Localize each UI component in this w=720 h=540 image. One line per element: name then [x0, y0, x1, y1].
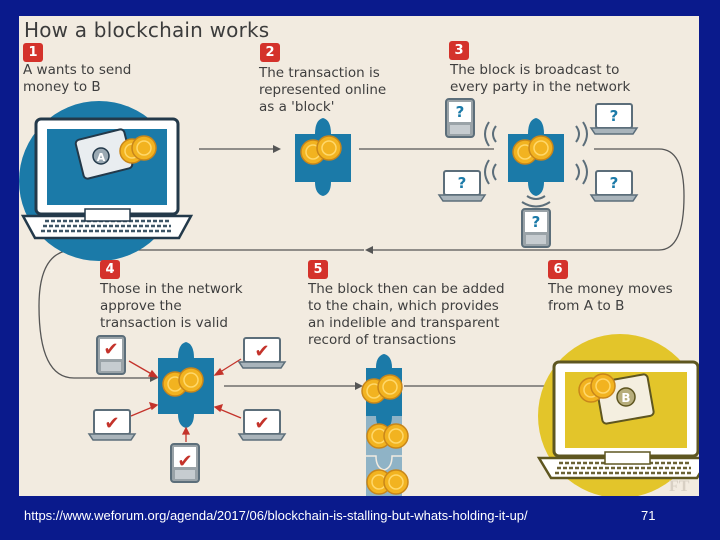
block-icon: [295, 118, 351, 196]
unknown-marks: ? ? ? ? ?: [456, 103, 619, 231]
page-number: 71: [641, 508, 656, 523]
step-5-line: an indelible and transparent: [308, 315, 500, 331]
infographic-panel: ? ? ? ? ? ✔ ✔ ✔: [19, 16, 699, 496]
step-2-text: The transaction is represented online as…: [259, 65, 386, 116]
step-4-badge: 4: [100, 260, 120, 279]
step-5-text: The block then can be added to the chain…: [308, 281, 505, 349]
step-6-line: The money moves: [548, 281, 673, 297]
party-labels: A B: [97, 151, 631, 405]
question-mark: ?: [610, 107, 619, 125]
check-mark: ✔: [254, 341, 269, 362]
party-a-label: A: [97, 151, 106, 164]
diagram-title: How a blockchain works: [24, 18, 270, 42]
step-6-text: The money moves from A to B: [548, 281, 673, 315]
step-1-badge: 1: [23, 43, 43, 62]
approval-group: [88, 335, 286, 483]
check-mark: ✔: [177, 451, 192, 472]
step-2-line: represented online: [259, 82, 387, 98]
laptop-b: [536, 334, 699, 496]
step-1-line: A wants to send: [23, 62, 132, 78]
infographic-artwork: ? ? ? ? ? ✔ ✔ ✔: [19, 98, 699, 496]
step-6-line: from A to B: [548, 298, 625, 314]
step-3-text: The block is broadcast to every party in…: [450, 62, 630, 96]
question-mark: ?: [458, 174, 467, 192]
step-5-line: record of transactions: [308, 332, 457, 348]
chain-of-blocks: [361, 354, 409, 496]
step-4-line: Those in the network: [100, 281, 243, 297]
step-2-badge: 2: [260, 43, 280, 62]
check-mark: ✔: [103, 339, 118, 360]
check-mark: ✔: [254, 413, 269, 434]
step-6-badge: 6: [548, 260, 568, 279]
source-link[interactable]: https://www.weforum.org/agenda/2017/06/b…: [24, 508, 528, 523]
step-2-line: as a 'block': [259, 99, 335, 115]
check-mark: ✔: [104, 413, 119, 434]
flow-connectors: [38, 148, 685, 387]
step-2-line: The transaction is: [259, 65, 380, 81]
step-3-badge: 3: [449, 41, 469, 60]
laptop-a: [19, 101, 194, 261]
wallet-icon: [74, 128, 134, 180]
question-mark: ?: [532, 213, 541, 231]
step-5-line: The block then can be added: [308, 281, 505, 297]
ft-watermark: FT: [669, 478, 690, 495]
question-mark: ?: [456, 103, 465, 121]
step-4-line: approve the: [100, 298, 182, 314]
broadcast-group: [438, 98, 638, 248]
party-b-label: B: [621, 391, 630, 405]
question-mark: ?: [610, 174, 619, 192]
step-5-line: to the chain, which provides: [308, 298, 499, 314]
step-3-line: The block is broadcast to: [450, 62, 620, 78]
step-5-badge: 5: [308, 260, 328, 279]
flow-arrowheads: [150, 145, 555, 390]
step-1-text: A wants to send money to B: [23, 62, 131, 96]
step-3-line: every party in the network: [450, 79, 631, 95]
step-4-line: transaction is valid: [100, 315, 228, 331]
approved-marks: ✔ ✔ ✔ ✔ ✔: [103, 339, 269, 472]
step-4-text: Those in the network approve the transac…: [100, 281, 243, 332]
step-1-line: money to B: [23, 79, 101, 95]
